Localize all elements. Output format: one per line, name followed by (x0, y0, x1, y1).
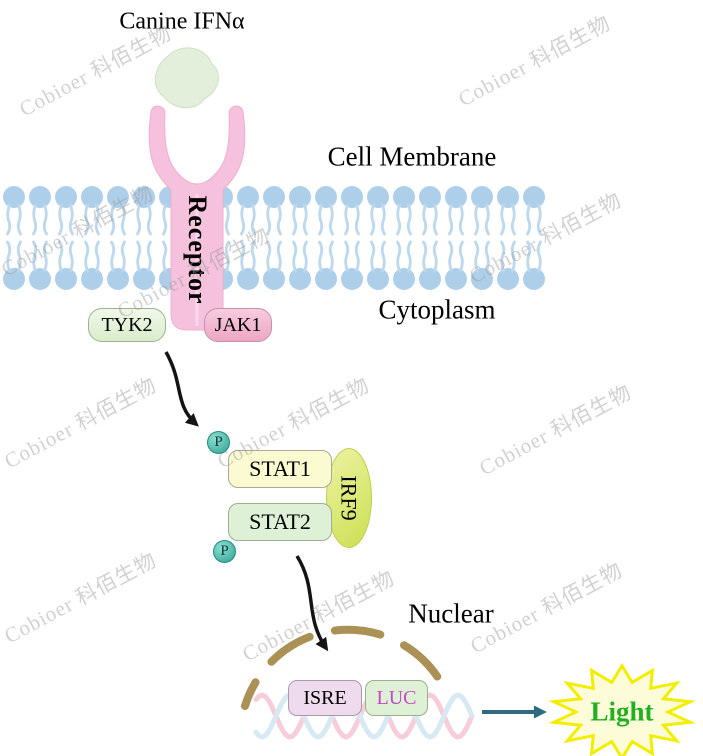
light-starburst (548, 662, 696, 756)
cell-membrane-label: Cell Membrane (327, 141, 497, 172)
stat2-label: STAT2 (249, 509, 311, 534)
cytoplasm-label: Cytoplasm (378, 294, 496, 325)
jak1-protein: JAK1 (204, 308, 272, 342)
phosphate-label: P (220, 543, 229, 559)
tyk2-label: TYK2 (101, 313, 153, 336)
isre-element: ISRE (288, 680, 362, 716)
tyk2-protein: TYK2 (88, 308, 166, 342)
cell-membrane-bilayer (3, 186, 545, 290)
receptor-label: Receptor (183, 195, 212, 305)
ifn-ligand-blob (154, 47, 219, 109)
dna-strand-pink (253, 692, 475, 740)
light-label: Light (590, 696, 654, 727)
luc-label: LUC (376, 686, 417, 709)
signal-arrow-kinase-to-stat (164, 351, 199, 427)
phosphate-label: P (214, 434, 223, 450)
phosphate-badge-bottom: P (213, 540, 236, 563)
stat2-protein: STAT2 (228, 503, 332, 541)
jak1-label: JAK1 (214, 313, 262, 336)
nuclear-membrane-arc (241, 625, 451, 710)
irf9-protein: IRF9 (326, 448, 372, 548)
nuclear-label: Nuclear (408, 598, 494, 629)
isre-label: ISRE (303, 686, 347, 709)
ligand-label: Canine IFNα (119, 8, 245, 35)
stat1-protein: STAT1 (228, 450, 332, 488)
signal-arrow-stat-to-nucleus (295, 555, 329, 652)
stat1-label: STAT1 (249, 456, 311, 481)
irf9-label: IRF9 (337, 475, 362, 521)
phosphate-badge-top: P (207, 431, 230, 454)
luc-reporter: LUC (365, 680, 428, 716)
